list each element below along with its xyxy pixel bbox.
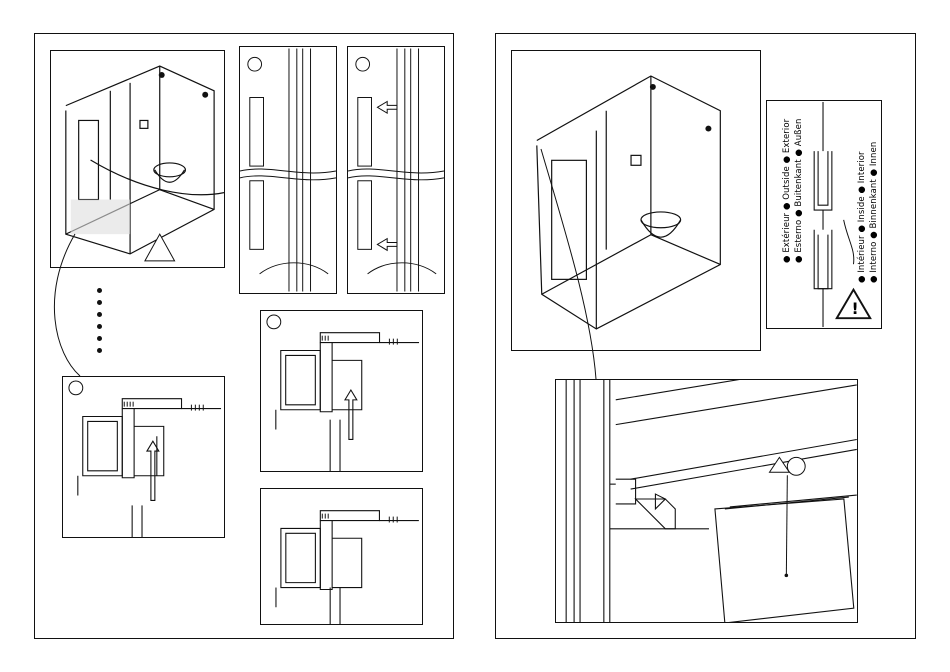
- right-instruction-page: ! ● Extérieur ● Outside ● Exterior ● Est…: [495, 33, 916, 639]
- profile-detail-panel-1: [62, 376, 225, 538]
- profile-detail-drawing-3: [261, 489, 422, 624]
- profile-detail-drawing-1: [63, 377, 224, 537]
- glass-insertion-drawing: [556, 380, 857, 622]
- profile-detail-panel-2: [260, 310, 423, 472]
- profile-detail-drawing-2: [261, 311, 422, 471]
- profile-detail-panel-3: [260, 488, 423, 625]
- left-instruction-page: [34, 33, 454, 639]
- glass-insertion-detail-panel: [555, 379, 858, 623]
